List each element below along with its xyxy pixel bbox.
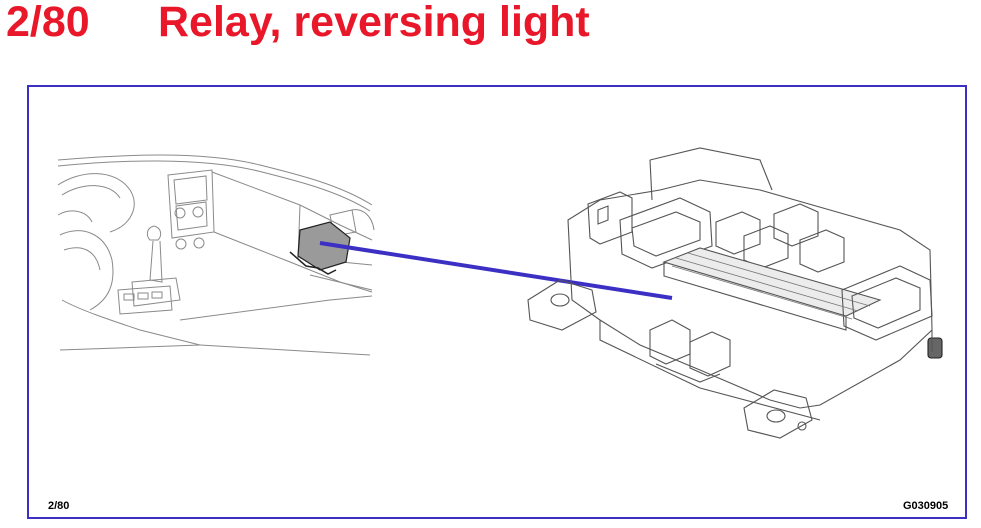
footer-figure-code: G030905	[903, 500, 949, 512]
header: 2/80 Relay, reversing light	[0, 0, 981, 60]
relay-location-marker	[289, 221, 351, 275]
section-number: 2/80	[6, 0, 90, 46]
fuse-slots	[671, 252, 871, 320]
fuse-relay-box	[527, 147, 943, 439]
footer-page-ref: 2/80	[48, 500, 70, 512]
page-title: Relay, reversing light	[158, 0, 590, 46]
pointer-line	[319, 241, 673, 300]
diagram-frame	[27, 85, 967, 519]
